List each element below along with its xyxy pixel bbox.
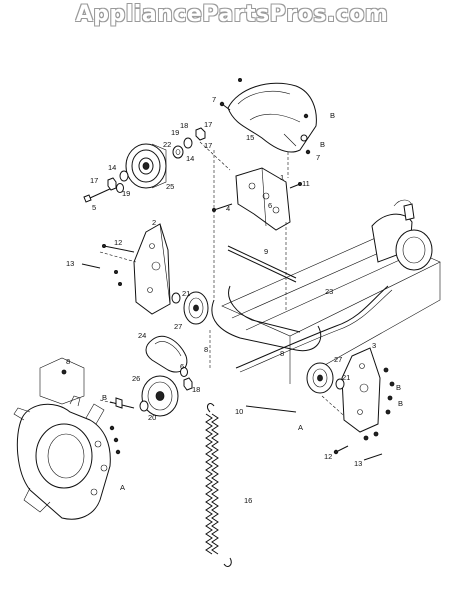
callout-1: 1 bbox=[280, 173, 284, 182]
callout-a-right: A bbox=[298, 423, 303, 432]
callout-21-a: 21 bbox=[182, 289, 190, 298]
bolt-13-left[interactable] bbox=[81, 263, 123, 286]
shaft-9[interactable] bbox=[227, 245, 297, 283]
bolt-12-left[interactable] bbox=[102, 243, 135, 253]
callout-18: 18 bbox=[192, 385, 200, 394]
callout-3: 3 bbox=[372, 341, 376, 350]
callout-24: 24 bbox=[138, 331, 146, 340]
callout-6-bracket: 6 bbox=[268, 201, 272, 210]
pulley-25[interactable] bbox=[125, 143, 167, 189]
bolt-13-right[interactable] bbox=[363, 453, 383, 461]
belt-cover[interactable] bbox=[227, 82, 317, 153]
callout-14-a: 14 bbox=[186, 154, 194, 163]
spacer-20[interactable] bbox=[139, 400, 149, 412]
callout-7: 7 bbox=[212, 95, 216, 104]
pulley-27-right[interactable] bbox=[306, 362, 334, 394]
callout-b-right-a: B bbox=[396, 383, 401, 392]
screw-7-top[interactable] bbox=[219, 101, 231, 111]
callout-26: 26 bbox=[132, 374, 140, 383]
left-frame-bracket-2[interactable] bbox=[133, 223, 171, 315]
screw-right-upper[interactable] bbox=[303, 113, 309, 119]
callout-b-right-b: B bbox=[398, 399, 403, 408]
callout-8-a: 8 bbox=[204, 345, 208, 354]
bolt-11[interactable] bbox=[289, 181, 302, 189]
rod-10[interactable] bbox=[245, 405, 297, 413]
leader-line bbox=[99, 251, 137, 263]
callout-8-c: 8 bbox=[66, 357, 70, 366]
callout-7-b: 7 bbox=[316, 153, 320, 162]
nut-17-left[interactable] bbox=[107, 177, 117, 191]
callout-8-b: 8 bbox=[280, 349, 284, 358]
pulley-27-left[interactable] bbox=[183, 291, 209, 325]
washer-21-right[interactable] bbox=[335, 378, 345, 390]
hub-bolt-b[interactable] bbox=[109, 397, 135, 409]
callout-10: 10 bbox=[235, 407, 243, 416]
idler-bracket-1[interactable] bbox=[235, 167, 291, 231]
callout-4: 4 bbox=[226, 204, 230, 213]
auger-housing-frame[interactable] bbox=[221, 199, 441, 384]
impeller-housing[interactable] bbox=[13, 395, 111, 520]
drive-belt-loop[interactable] bbox=[211, 285, 322, 352]
washer-19-upper[interactable] bbox=[183, 137, 193, 149]
callout-13-a: 13 bbox=[66, 259, 74, 268]
callout-5: 5 bbox=[92, 203, 96, 212]
leader-line bbox=[199, 141, 231, 171]
washer-21-left[interactable] bbox=[171, 292, 181, 304]
callout-2: 2 bbox=[152, 218, 156, 227]
callout-14-b: 14 bbox=[108, 163, 116, 172]
washer-6[interactable] bbox=[180, 367, 188, 377]
right-bracket-hardware[interactable] bbox=[363, 367, 395, 441]
callout-15: 15 bbox=[246, 133, 254, 142]
callout-b-top: B bbox=[330, 111, 335, 120]
callout-25: 25 bbox=[166, 182, 174, 191]
callout-b-cover: B bbox=[320, 140, 325, 149]
callout-labels: 7 17 19 18 17 22 14 14 17 19 25 5 15 B B… bbox=[66, 95, 403, 505]
callout-17-c: 17 bbox=[90, 176, 98, 185]
callout-13-b: 13 bbox=[354, 459, 362, 468]
nut-18[interactable] bbox=[183, 377, 193, 391]
right-frame-bracket-3[interactable] bbox=[341, 347, 381, 433]
washer-19-left[interactable] bbox=[116, 183, 124, 193]
screw-right-lower[interactable] bbox=[305, 149, 311, 155]
callout-12-b: 12 bbox=[324, 452, 332, 461]
callout-23: 23 bbox=[325, 287, 333, 296]
washer-14-left[interactable] bbox=[119, 170, 129, 182]
nut-17-upper[interactable] bbox=[195, 127, 206, 141]
callout-18-a: 18 bbox=[180, 121, 188, 130]
callout-16: 16 bbox=[244, 496, 252, 505]
callout-a-left: A bbox=[120, 483, 125, 492]
screw-top[interactable] bbox=[237, 78, 242, 83]
watermark-text: AppliancePartsPros.com bbox=[75, 2, 389, 27]
bolt-12-right[interactable] bbox=[333, 445, 349, 455]
bearing-box-8[interactable] bbox=[39, 357, 85, 405]
spring-16[interactable] bbox=[205, 403, 232, 567]
cable-23[interactable] bbox=[235, 285, 393, 373]
callout-20: 20 bbox=[148, 413, 156, 422]
callout-19-b: 19 bbox=[122, 189, 130, 198]
callout-b-hub: B bbox=[102, 393, 107, 402]
bolt-5[interactable] bbox=[83, 187, 113, 203]
callout-9: 9 bbox=[264, 247, 268, 256]
callout-17-a: 17 bbox=[204, 120, 212, 129]
gearbox-bolts[interactable] bbox=[109, 425, 121, 455]
pulley-26[interactable] bbox=[141, 375, 179, 417]
callout-27-b: 27 bbox=[334, 355, 342, 364]
spacer-22[interactable] bbox=[172, 145, 184, 159]
callout-6: 6 bbox=[180, 362, 184, 371]
callout-19-a: 19 bbox=[171, 128, 179, 137]
callout-17-b: 17 bbox=[204, 141, 212, 150]
callout-11: 11 bbox=[302, 179, 310, 188]
callout-21-b: 21 bbox=[342, 373, 350, 382]
callout-12-a: 12 bbox=[114, 238, 122, 247]
callout-27-a: 27 bbox=[174, 322, 182, 331]
callout-22: 22 bbox=[163, 140, 171, 149]
